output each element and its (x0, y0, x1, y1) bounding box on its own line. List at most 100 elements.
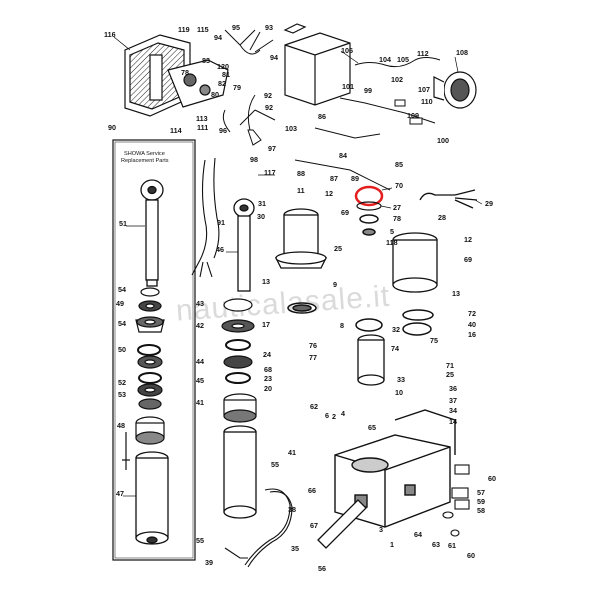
callout: 51 (119, 219, 127, 228)
callout: 112 (417, 49, 429, 58)
tilt-cylinder-14 (223, 425, 257, 519)
leader-lines (113, 36, 483, 497)
fittings-right (442, 464, 470, 537)
callout: 3 (379, 525, 383, 534)
callout: 13 (452, 289, 460, 298)
callout: 2 (332, 412, 336, 421)
callout: 87 (330, 174, 338, 183)
cross-shaft-56 (317, 499, 367, 549)
callout-labels: 116 119 115 95 93 94 94 83 120 81 78 82 … (104, 23, 496, 573)
callout: 1 (390, 540, 394, 549)
cylinder-body-8 (357, 334, 385, 386)
callout: 41 (196, 398, 204, 407)
wiring-harness-right (294, 57, 441, 191)
callout: 6 (325, 411, 329, 420)
callout: 94 (270, 53, 278, 62)
callout: 113 (196, 114, 208, 123)
callout: 40 (468, 320, 476, 329)
callout: 106 (341, 46, 353, 55)
pistons-left-stack (221, 298, 257, 423)
callout: 60 (467, 551, 475, 560)
callout: 69 (341, 208, 349, 217)
callout: 119 (178, 25, 190, 34)
callout: 24 (263, 350, 271, 359)
callout: 81 (222, 70, 230, 79)
callout: 29 (485, 199, 493, 208)
callout: 70 (395, 181, 403, 190)
pump-reservoir-28 (392, 189, 478, 293)
callout: 66 (308, 486, 316, 495)
callout: 27 (393, 203, 401, 212)
relay-box-103 (283, 23, 351, 106)
callout: 54 (118, 319, 126, 328)
callout: 49 (116, 299, 124, 308)
callout: 60 (488, 474, 496, 483)
callout: 96 (219, 126, 227, 135)
callout: 101 (342, 82, 354, 91)
tilt-rod-46 (233, 198, 255, 292)
callout: 31 (258, 199, 266, 208)
callout: 115 (197, 25, 209, 34)
callout: 11 (297, 186, 305, 195)
callout: 23 (264, 374, 272, 383)
callout: 63 (432, 540, 440, 549)
callout: 114 (170, 126, 182, 135)
callout: 39 (205, 558, 213, 567)
callout: 69 (464, 255, 472, 264)
callout: 28 (438, 213, 446, 222)
callout: 77 (309, 353, 317, 362)
callout: 92 (264, 91, 272, 100)
manifold-body-1 (334, 409, 456, 528)
callout: 62 (310, 402, 318, 411)
callout: 75 (430, 336, 438, 345)
callout: 37 (449, 396, 457, 405)
callout: 17 (262, 320, 270, 329)
callout: 118 (386, 238, 398, 247)
callout: 99 (364, 86, 372, 95)
callout: 103 (285, 124, 297, 133)
callout: 78 (181, 68, 189, 77)
oring-seals-middle (287, 214, 434, 336)
callout: 105 (397, 55, 409, 64)
callout: 84 (339, 151, 347, 160)
callout: 64 (414, 530, 422, 539)
callout: 117 (264, 168, 276, 177)
top-left-bracket-assembly (124, 34, 229, 117)
callout: 57 (477, 488, 485, 497)
callout: 67 (310, 521, 318, 530)
callout: 48 (117, 421, 125, 430)
callout: 45 (196, 376, 204, 385)
callout: 79 (233, 83, 241, 92)
callout: 58 (477, 506, 485, 515)
callout: 120 (217, 62, 229, 71)
callout: 33 (397, 375, 405, 384)
callout: 47 (116, 489, 124, 498)
callout: 25 (446, 370, 454, 379)
callout: 5 (390, 227, 394, 236)
callout: 97 (268, 144, 276, 153)
callout: 90 (108, 123, 116, 132)
callout: 71 (446, 361, 454, 370)
callout: 86 (318, 112, 326, 121)
motor-11 (274, 208, 328, 269)
callout: 68 (264, 365, 272, 374)
callout: 61 (448, 541, 456, 550)
callout: 4 (341, 409, 345, 418)
callout: 34 (449, 406, 457, 415)
callout: 111 (197, 123, 208, 132)
inset-title-line2: Replacement Parts (121, 158, 169, 164)
highlighted-part-ring (354, 185, 384, 207)
callout: 95 (232, 23, 240, 32)
callout: 50 (118, 345, 126, 354)
callout: 78 (393, 214, 401, 223)
callout: 41 (288, 448, 296, 457)
callout: 43 (196, 299, 204, 308)
inset-seal-stack (135, 287, 165, 410)
showa-inset-panel (112, 139, 196, 561)
callout: 32 (392, 325, 400, 334)
callout: 10 (395, 388, 403, 397)
callout: 55 (271, 460, 279, 469)
callout: 94 (214, 33, 222, 42)
callout: 102 (391, 75, 403, 84)
callout: 76 (309, 341, 317, 350)
